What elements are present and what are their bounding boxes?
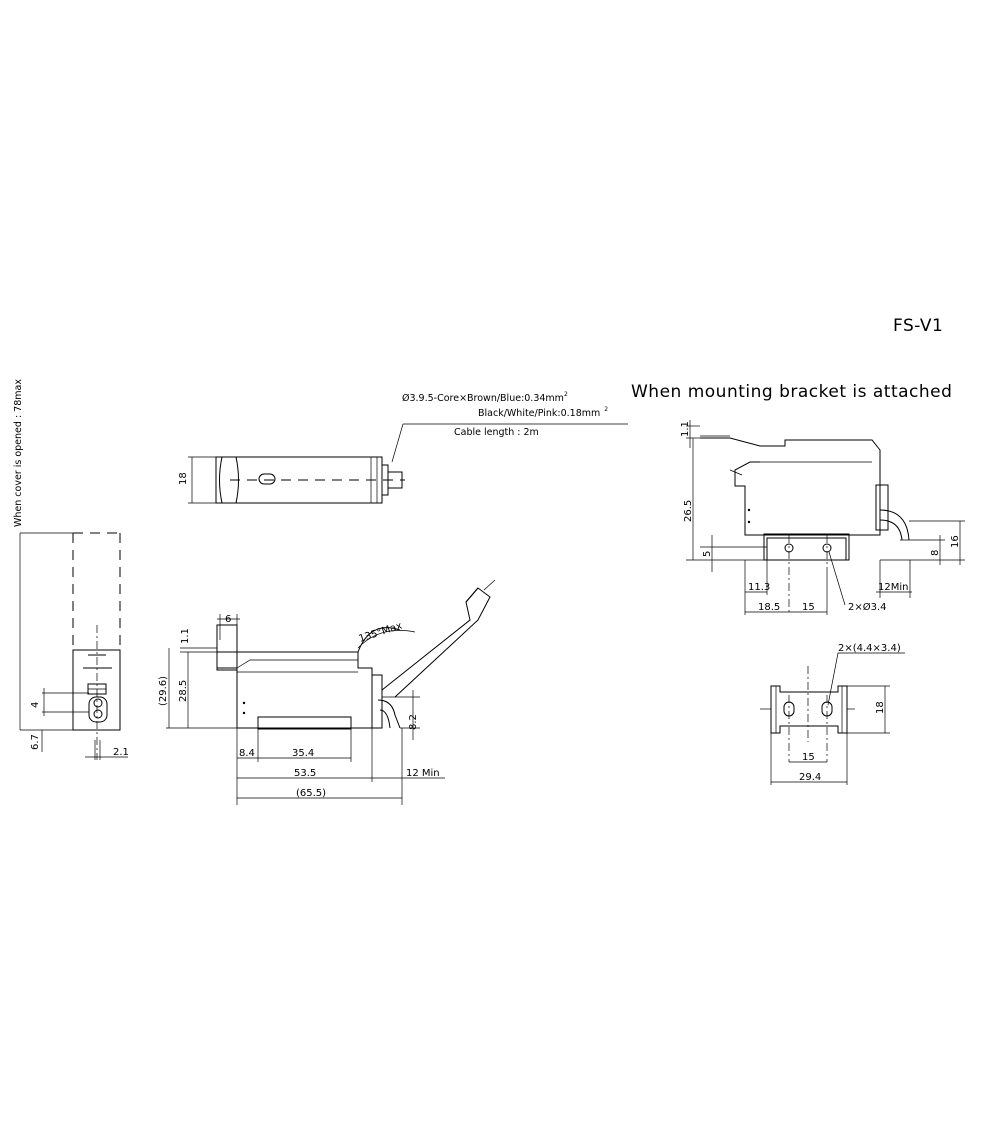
cable-note: Ø3.9.5-Core×Brown/Blue:0.34mm2 Black/Whi… [391,391,628,463]
dim-bottom-15: 15 [802,752,815,763]
dim-bracket-11-3: 11.3 [748,582,770,593]
dim-front-29-6: (29.6) [158,676,169,706]
dim-front-28-5: 28.5 [178,680,189,702]
dim-bracket-18-5: 18.5 [758,602,780,613]
dim-front-6: 6 [225,614,231,625]
bracket-slots-label: 2×(4.4×3.4) [838,643,901,654]
angle-135: 135°Max [358,621,404,645]
dim-front-35-4: 35.4 [292,748,314,759]
dim-bottom-29-4: 29.4 [799,772,821,783]
dim-bracket-8: 8 [930,550,941,556]
front-view: 6 135°Max 1.1 (29.6) 28.5 8.2 [158,579,496,805]
dim-side-2-1: 2.1 [113,747,129,758]
cover-open-note: When cover is opened : 78max [13,379,24,527]
dim-front-8-4: 8.4 [239,748,255,759]
dim-front-12-min: 12 Min [406,768,440,779]
top-view: 18 [178,456,405,504]
bracket-note: When mounting bracket is attached [631,382,952,402]
cable-spec-line1: Ø3.9.5-Core×Brown/Blue:0.34mm2 [402,391,568,404]
dim-bottom-18: 18 [875,701,886,714]
bracket-bottom-view: 2×(4.4×3.4) 18 15 29.4 [760,643,905,785]
bracket-side-view: 1.1 26.5 5 8 16 11.3 18.5 15 2×Ø3.4 12Mi… [680,420,965,615]
dim-bracket-12-min: 12Min [878,582,908,593]
dim-side-6-7: 6.7 [30,734,41,750]
side-view: When cover is opened : 78max 4 6.7 2.1 [13,379,129,760]
dim-front-1-1: 1.1 [180,628,191,644]
dim-bracket-26-5: 26.5 [683,500,694,522]
dim-bracket-16: 16 [950,535,961,548]
dim-front-65-5: (65.5) [296,788,326,799]
dim-front-8-2: 8.2 [408,714,419,730]
dim-bracket-1-1: 1.1 [680,421,691,437]
dim-front-53-5: 53.5 [294,768,316,779]
dim-side-4: 4 [30,702,41,708]
dim-bracket-15: 15 [802,602,815,613]
dim-top-18: 18 [178,472,189,485]
dim-bracket-5: 5 [702,551,713,557]
model-title: FS-V1 [893,316,943,336]
bracket-holes-label: 2×Ø3.4 [848,601,887,613]
cable-length: Cable length : 2m [454,427,539,438]
